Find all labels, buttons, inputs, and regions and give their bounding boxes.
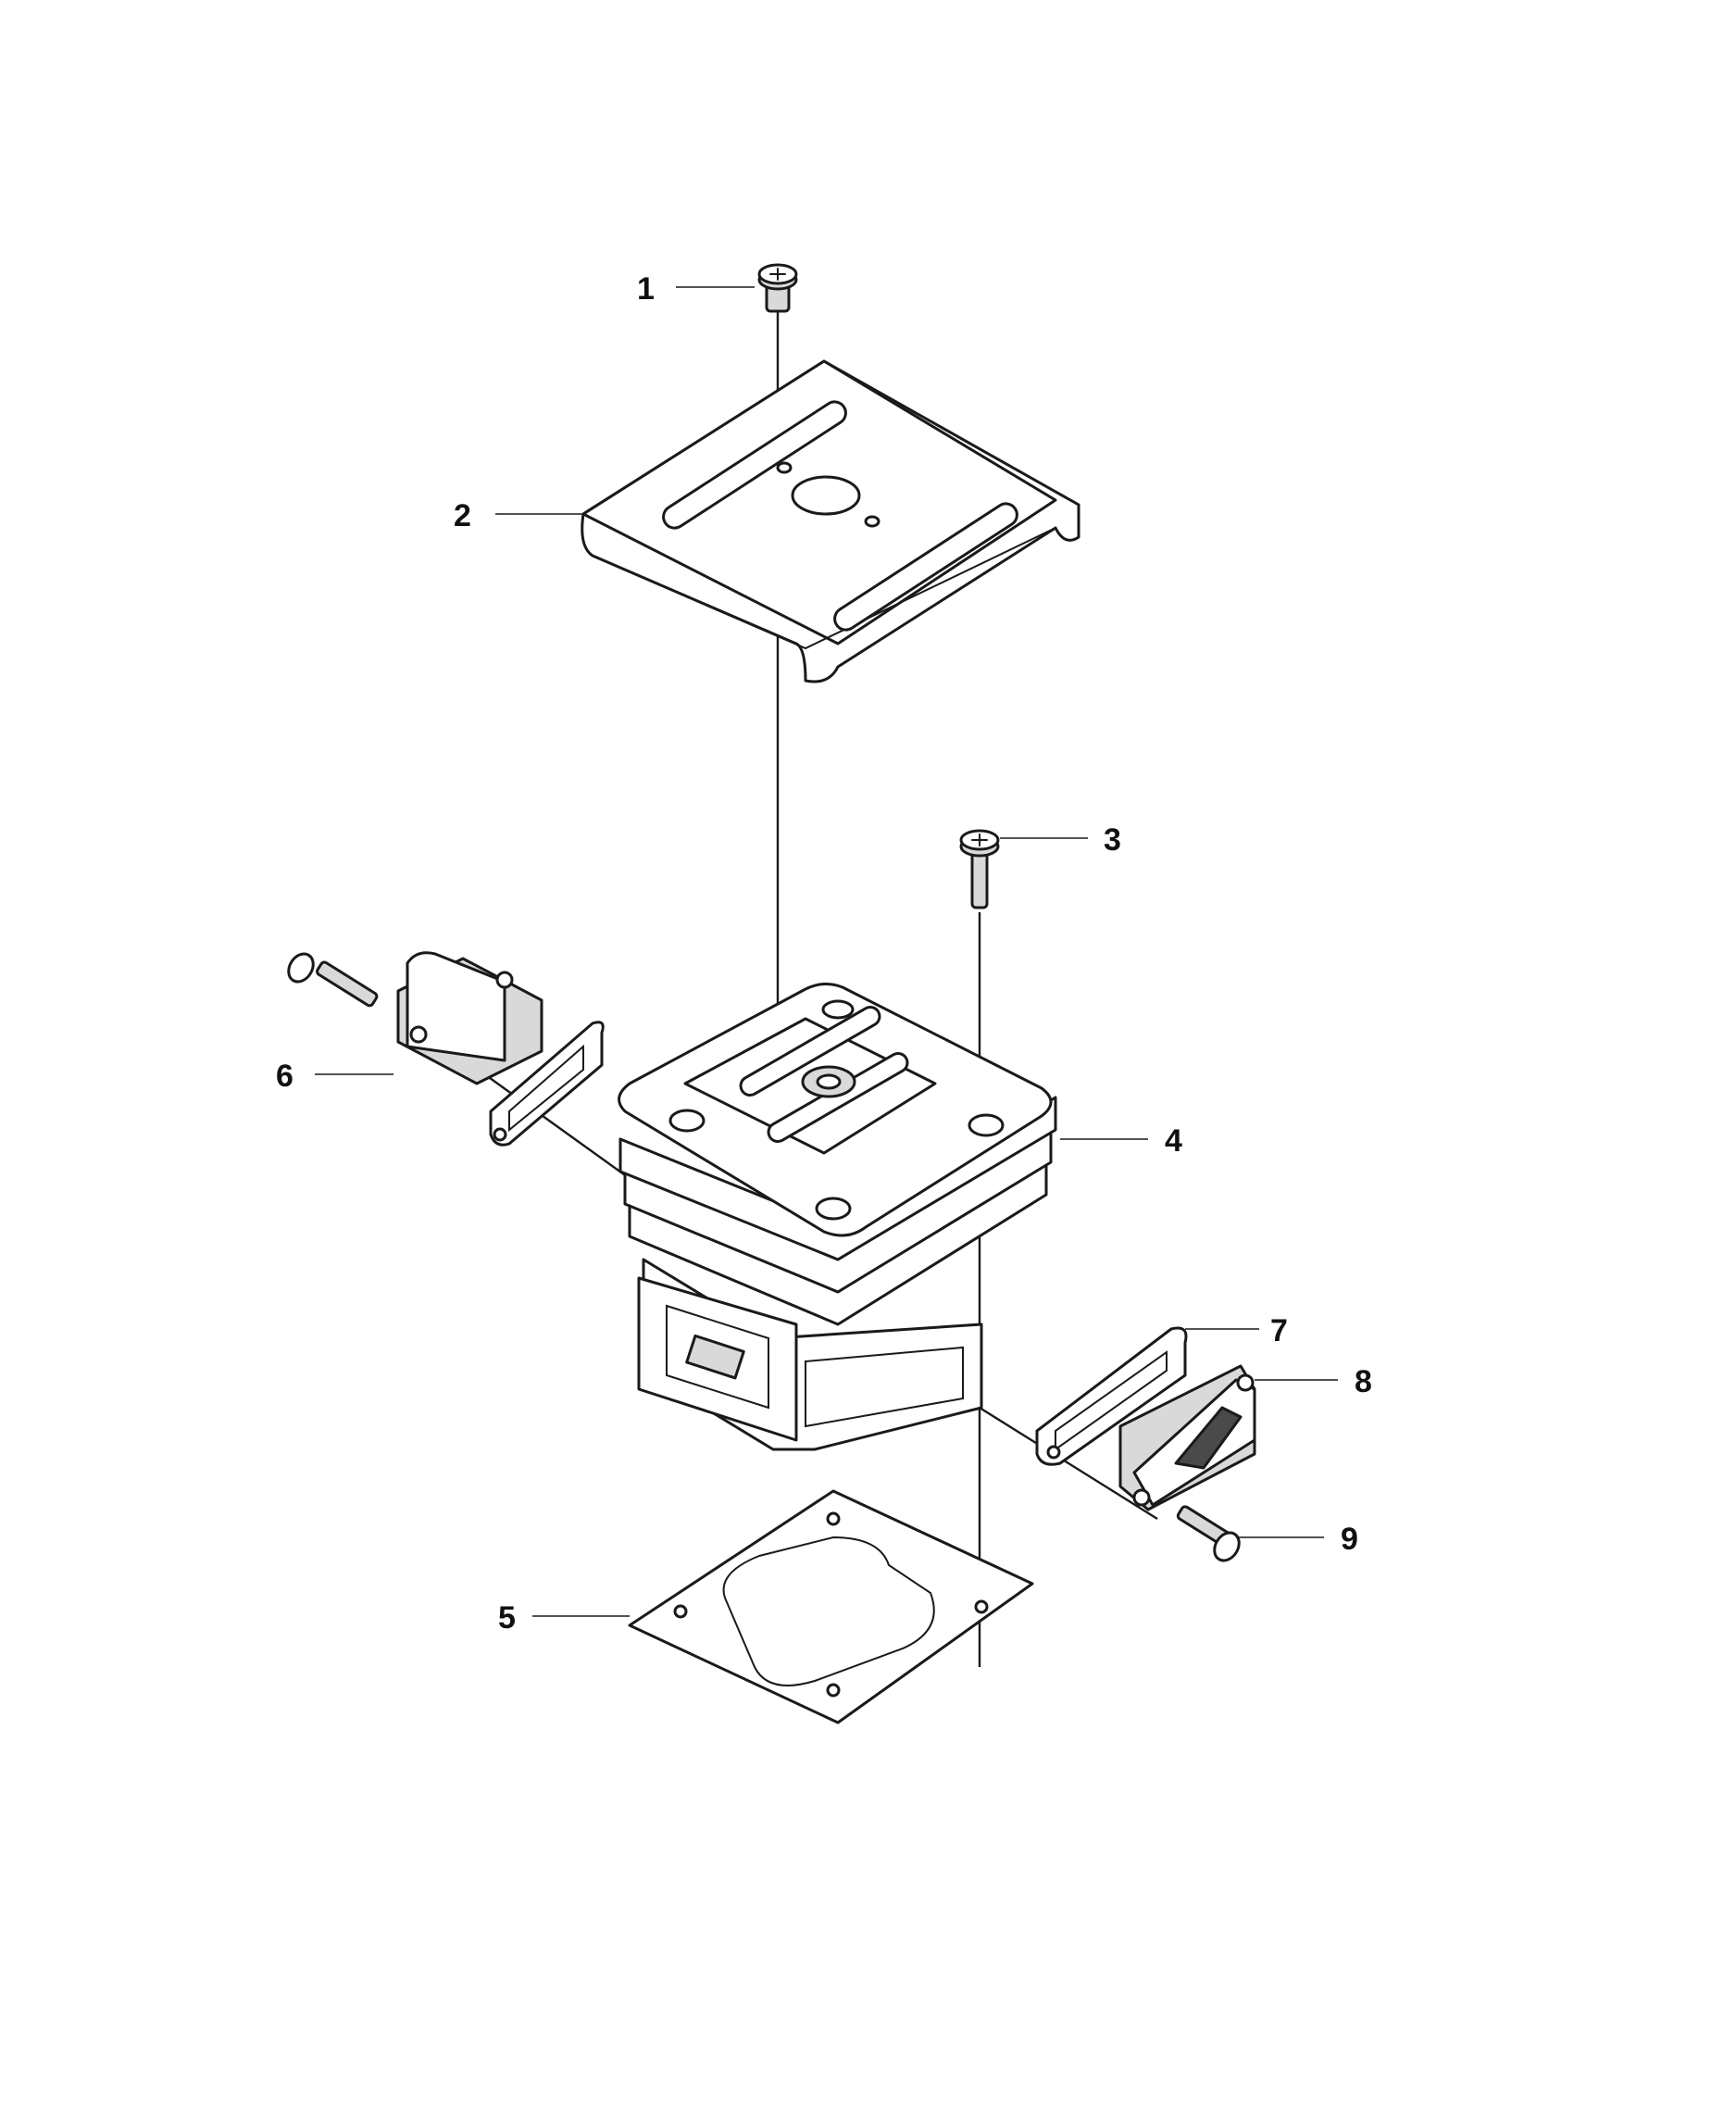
part-5-base-gasket[interactable] xyxy=(628,1489,1034,1724)
part-8-flange[interactable] xyxy=(1118,1364,1256,1511)
part-1-screw[interactable] xyxy=(757,263,798,313)
callout-9: 9 xyxy=(1341,1522,1358,1557)
callout-2: 2 xyxy=(454,498,471,533)
callout-labels: 1 2 3 4 5 6 7 8 9 xyxy=(276,271,1372,1636)
part-9-screw[interactable] xyxy=(1176,1505,1244,1565)
leader-lines xyxy=(315,286,1338,1617)
callout-8: 8 xyxy=(1355,1364,1372,1399)
part-3-screw[interactable] xyxy=(959,829,1000,909)
callout-7: 7 xyxy=(1270,1313,1288,1348)
part-2-heat-shield[interactable] xyxy=(581,359,1080,683)
part-6-screw[interactable] xyxy=(283,949,379,1008)
left-gasket[interactable] xyxy=(489,1021,605,1147)
left-flange[interactable] xyxy=(396,951,543,1085)
callout-5: 5 xyxy=(498,1600,516,1636)
part-4-cylinder[interactable] xyxy=(618,983,1057,1451)
callout-4: 4 xyxy=(1165,1123,1182,1159)
part-7-gasket[interactable] xyxy=(1035,1326,1188,1466)
callout-1: 1 xyxy=(637,271,655,307)
callout-3: 3 xyxy=(1104,822,1121,858)
callout-6: 6 xyxy=(276,1059,293,1094)
